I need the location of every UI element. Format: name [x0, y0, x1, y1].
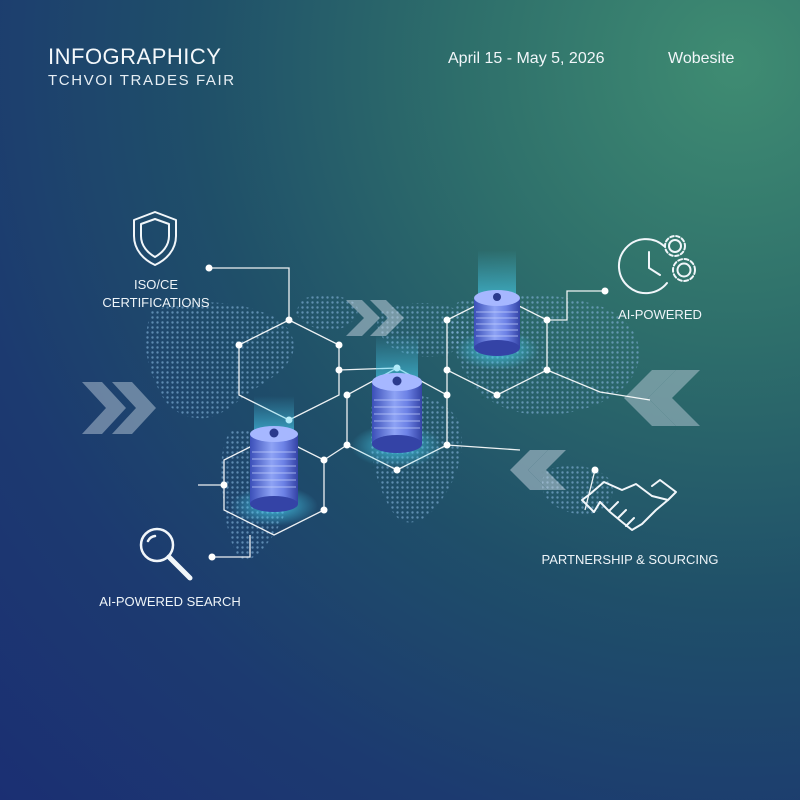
connector-line: [209, 267, 290, 320]
chevron-right-icon: [82, 382, 156, 434]
server-cylinder: [455, 250, 539, 370]
node: [443, 316, 451, 324]
clock-gears-icon: [618, 235, 696, 295]
map-australia: [541, 465, 613, 515]
node: [235, 341, 243, 349]
connector-line: [323, 444, 348, 461]
page-title: INFOGRAPHICY: [48, 44, 222, 69]
node: [343, 441, 351, 449]
handshake-icon: [581, 479, 677, 531]
server-cylinder: [351, 334, 443, 468]
iso-label-line2: CERTIFICATIONS: [102, 295, 210, 310]
ai-powered-label: AI-POWERED: [618, 307, 702, 322]
node: [205, 264, 213, 272]
node: [443, 366, 451, 374]
magnifier-icon: [139, 527, 193, 581]
map-north-america: [145, 302, 294, 419]
node: [443, 441, 451, 449]
node: [543, 316, 551, 324]
event-date: April 15 - May 5, 2026: [448, 50, 605, 67]
node: [601, 287, 609, 295]
node: [208, 553, 216, 561]
node: [335, 341, 343, 349]
server-cylinder: [230, 396, 318, 526]
chevron-right-icon: [346, 300, 404, 336]
node: [493, 391, 501, 399]
page-subtitle: TCHVOI TRADES FAIR: [48, 72, 236, 89]
node: [393, 466, 401, 474]
node: [320, 506, 328, 514]
website-link[interactable]: Wobesite: [668, 50, 735, 67]
node: [285, 316, 293, 324]
iso-certifications-label: ISO/CE CERTIFICATIONS: [92, 276, 220, 312]
node: [443, 391, 451, 399]
map-greenland: [296, 295, 358, 331]
node: [335, 366, 343, 374]
iso-label-line1: ISO/CE: [133, 277, 179, 292]
connector-line: [547, 290, 605, 321]
ai-powered-search-label: AI-POWERED SEARCH: [99, 594, 241, 609]
shield-icon: [133, 211, 177, 266]
node: [220, 481, 228, 489]
connector-line: [546, 369, 651, 401]
node: [320, 456, 328, 464]
partnership-sourcing-label: PARTNERSHIP & SOURCING: [541, 552, 719, 567]
node: [343, 391, 351, 399]
chevrons: [82, 300, 700, 490]
connector-line: [212, 535, 251, 558]
node: [543, 366, 551, 374]
connector-line: [446, 444, 521, 451]
chevron-left-icon: [510, 450, 566, 490]
node: [591, 466, 599, 474]
